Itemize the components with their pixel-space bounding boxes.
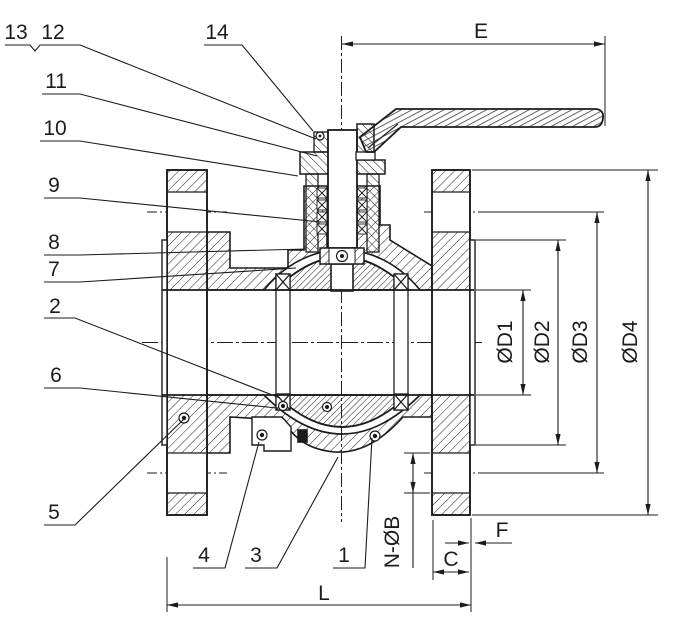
dim-label-D1: ØD1: [494, 320, 517, 363]
callout-5: 5: [48, 501, 60, 524]
callout-7: 7: [48, 258, 60, 281]
callout-2: 2: [49, 295, 61, 318]
dim-label-D2: ØD2: [531, 320, 554, 363]
bore-lines: [162, 289, 474, 396]
callout-10: 10: [43, 117, 66, 140]
callout-11: 11: [45, 70, 67, 93]
handle-lever: [358, 108, 605, 153]
dim-label-N-OB: N-ØB: [381, 516, 404, 569]
stem: [327, 129, 358, 249]
stem-assembly: [299, 129, 386, 265]
dim-label-F: F: [496, 519, 509, 542]
packing-rings: [316, 187, 368, 235]
extension-lines: [166, 36, 658, 612]
stuffing-box-wall-left: [305, 173, 319, 253]
part-callouts: 13 12 14 11 10 9 8 7 2 6 5 4 3 1: [4, 21, 350, 567]
callout-9: 9: [48, 174, 60, 197]
dim-label-E: E: [474, 20, 488, 43]
dim-label-L: L: [318, 582, 330, 605]
right-raised-face: [469, 239, 476, 446]
stuffing-box-wall-right: [366, 173, 380, 253]
callout-14: 14: [205, 21, 229, 44]
right-flange: [431, 169, 476, 516]
seat-left: [275, 273, 291, 411]
leader-lines: [5, 44, 373, 569]
seat-right: [393, 273, 409, 411]
callout-8: 8: [48, 231, 60, 254]
left-raised-face: [161, 239, 168, 446]
handle: [355, 108, 605, 161]
dim-label-C: C: [443, 548, 458, 571]
screw-symbols: [178, 400, 381, 442]
dimension-labels: E L C F N-ØB ØD1 ØD2 ØD3 ØD4: [318, 20, 642, 605]
stem-tang: [330, 263, 354, 292]
callout-13: 13: [4, 21, 27, 44]
left-flange: [161, 169, 208, 516]
dim-label-D4: ØD4: [619, 320, 642, 364]
callout-12: 12: [41, 21, 64, 44]
callout-3: 3: [250, 544, 262, 567]
callout-6: 6: [50, 364, 62, 387]
callout-1: 1: [338, 544, 350, 567]
handle-washer: [355, 151, 376, 161]
body-gasket: [297, 429, 308, 443]
valve-seats: [275, 273, 409, 411]
gland-flange-right: [355, 159, 386, 175]
dimension-lines: [167, 41, 651, 608]
seat-retainer: [251, 416, 292, 452]
dim-label-D3: ØD3: [569, 320, 592, 363]
callout-4: 4: [198, 544, 210, 567]
